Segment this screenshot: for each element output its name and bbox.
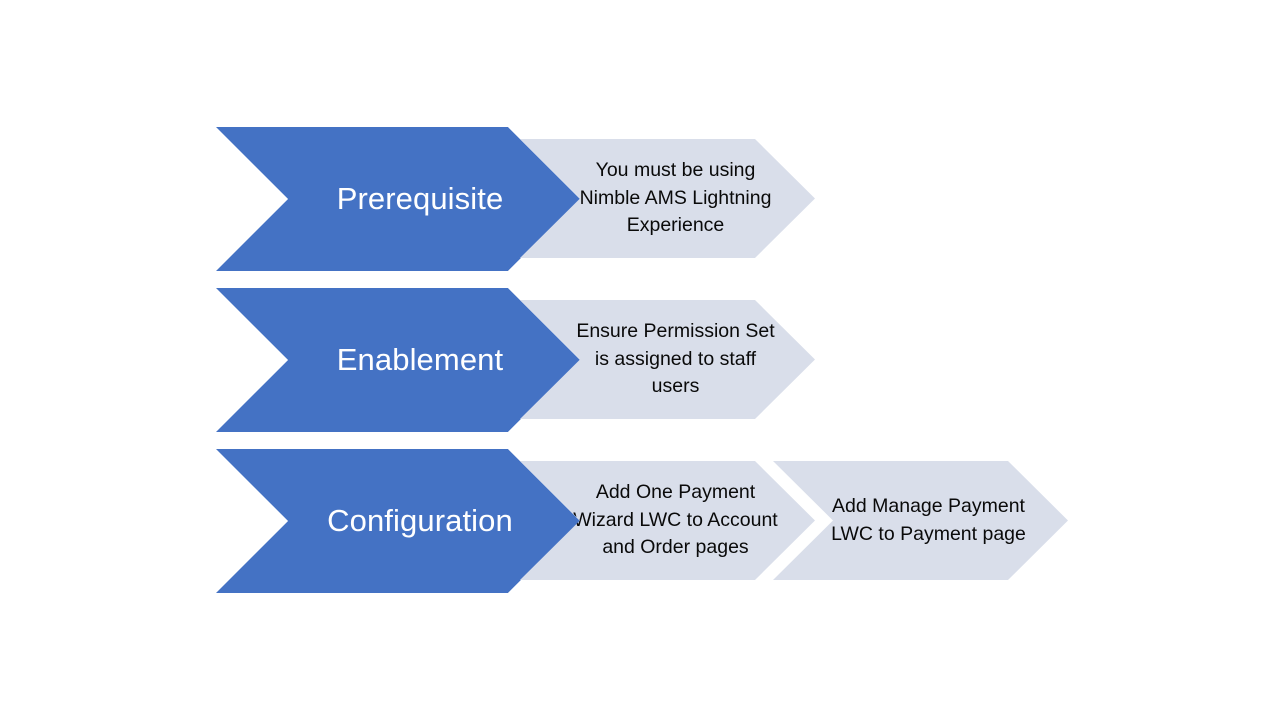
process-row-enablement: Enablement Ensure Permission Set is assi… [0,288,1280,432]
chevron-primary-prerequisite[interactable]: Prerequisite [216,127,580,271]
chevron-step-label-configuration-2: Add Manage Payment LWC to Payment page [831,495,1026,545]
chevron-step-label-configuration-1: Add One Payment Wizard LWC to Account an… [573,481,778,559]
chevron-primary-label-prerequisite: Prerequisite [336,181,504,216]
process-row-configuration: Configuration Add One Payment Wizard LWC… [0,449,1280,593]
chevron-primary-label-enablement: Enablement [336,342,504,377]
chevron-primary-label-configuration: Configuration [327,503,513,538]
chevron-primary-configuration[interactable]: Configuration [216,449,580,593]
process-row-prerequisite: Prerequisite You must be using Nimble AM… [0,127,1280,271]
chevron-step-configuration-2[interactable]: Add Manage Payment LWC to Payment page [773,461,1068,580]
chevron-step-label-enablement-1: Ensure Permission Set is assigned to sta… [576,320,775,398]
chevron-step-label-prerequisite-1: You must be using Nimble AMS Lightning E… [579,159,772,237]
chevron-primary-enablement[interactable]: Enablement [216,288,580,432]
